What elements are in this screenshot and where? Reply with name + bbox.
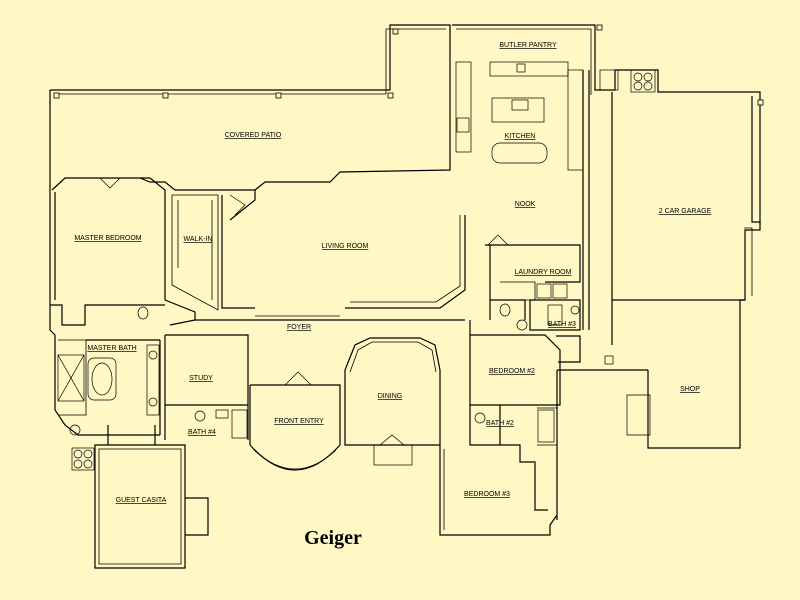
label-laundry-room: LAUNDRY ROOM: [515, 269, 572, 276]
label-bath-2: BATH #2: [486, 420, 514, 427]
bath-fixtures: [57, 283, 614, 471]
label-shop: SHOP: [680, 386, 700, 393]
label-bath-3: BATH #3: [548, 321, 576, 328]
label-walk-in: WALK-IN: [184, 236, 213, 243]
kitchen-fixtures: [455, 61, 656, 171]
label-study: STUDY: [189, 375, 213, 382]
plan-title: Geiger: [304, 527, 362, 549]
label-foyer: FOYER: [287, 324, 311, 331]
label-master-bedroom: MASTER BEDROOM: [74, 235, 141, 242]
patio-columns: [53, 24, 764, 106]
label-guest-casita: GUEST CASITA: [116, 497, 167, 504]
label-garage: 2 CAR GARAGE: [659, 208, 712, 215]
label-kitchen: KITCHEN: [505, 133, 536, 140]
room-labels: BUTLER PANTRY KITCHEN COVERED PATIO NOOK…: [74, 42, 711, 504]
doors: [99, 177, 651, 466]
label-master-bath: MASTER BATH: [87, 345, 136, 352]
label-bath-4: BATH #4: [188, 429, 216, 436]
label-bedroom-3: BEDROOM #3: [464, 491, 510, 498]
label-butler-pantry: BUTLER PANTRY: [499, 42, 557, 49]
walls: [49, 24, 761, 569]
label-living-room: LIVING ROOM: [322, 243, 369, 250]
label-bedroom-2: BEDROOM #2: [489, 368, 535, 375]
label-covered-patio: COVERED PATIO: [225, 132, 282, 139]
label-front-entry: FRONT ENTRY: [274, 418, 324, 425]
label-dining: DINING: [378, 393, 403, 400]
label-nook: NOOK: [515, 201, 536, 208]
